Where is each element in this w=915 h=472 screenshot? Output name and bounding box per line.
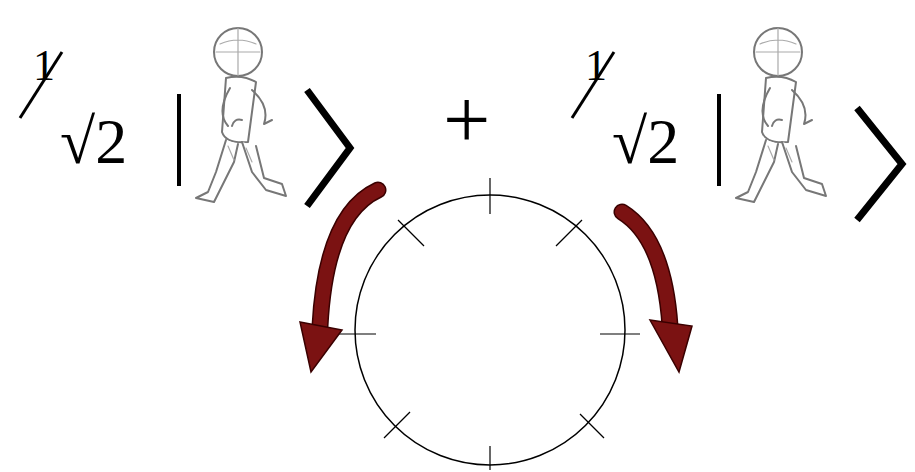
fraction-denominator: √2 [612, 110, 679, 174]
ring-ticks [337, 178, 640, 470]
ket-bracket [857, 108, 902, 220]
fraction-numerator: 1 [33, 44, 55, 88]
fraction-numerator: 1 [585, 44, 607, 88]
ring [355, 195, 625, 465]
rotation-arrow [622, 212, 692, 372]
ket-bracket [307, 90, 350, 206]
walker-figure [196, 28, 286, 202]
ket-bar [717, 94, 721, 186]
rotation-arrow [300, 190, 378, 372]
plus-sign: + [443, 78, 490, 162]
fraction-denominator: √2 [60, 110, 127, 174]
walker-figure [736, 28, 826, 202]
ket-bar [177, 94, 181, 186]
